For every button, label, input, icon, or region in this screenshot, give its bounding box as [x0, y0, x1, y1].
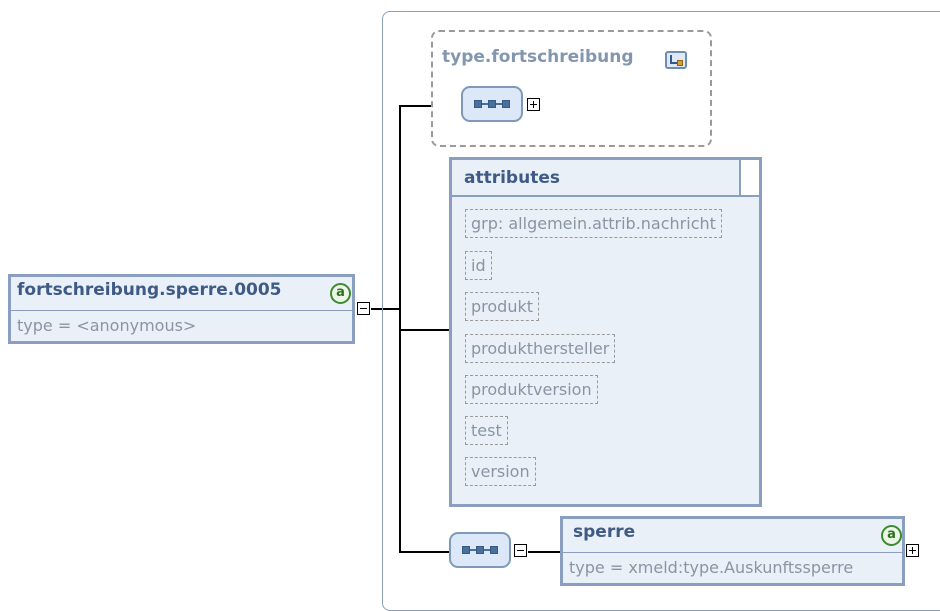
complex-type-icon — [665, 51, 687, 69]
child-element-box[interactable]: sperre a type = xmeld:type.Auskunftssper… — [560, 516, 905, 586]
attribute-item[interactable]: produktversion — [465, 375, 598, 404]
attributes-tab[interactable] — [452, 160, 741, 197]
attribute-item[interactable]: produkthersteller — [465, 334, 616, 363]
root-element-divider — [11, 310, 352, 311]
connector-to-sequence — [399, 551, 449, 553]
root-element-name: fortschreibung.sperre.0005 — [17, 280, 282, 300]
sequence-dots-icon — [474, 100, 510, 108]
root-element-box[interactable]: fortschreibung.sperre.0005 a type = <ano… — [8, 274, 355, 344]
connector-trunk — [399, 105, 401, 552]
attribute-item[interactable]: version — [465, 457, 536, 486]
attribute-item[interactable]: grp: allgemein.attrib.nachricht — [465, 209, 722, 238]
sequence-icon[interactable] — [449, 532, 511, 568]
group-name[interactable]: type.fortschreibung — [442, 47, 634, 67]
collapse-icon[interactable] — [357, 302, 370, 315]
attributes-title: attributes — [464, 168, 560, 188]
expand-icon[interactable] — [906, 544, 919, 557]
expand-icon[interactable] — [527, 98, 540, 111]
attribute-item[interactable]: test — [465, 416, 508, 445]
child-element-type: type = xmeld:type.Auskunftssperre — [569, 558, 854, 577]
connector-root-h — [371, 308, 400, 310]
connector-to-sperre — [528, 551, 560, 553]
attribute-badge-icon: a — [330, 283, 351, 304]
child-element-name: sperre — [573, 522, 636, 542]
attribute-badge-icon: a — [881, 525, 902, 546]
sequence-icon[interactable] — [461, 86, 523, 122]
collapse-icon[interactable] — [514, 544, 527, 557]
connector-to-attributes — [399, 329, 450, 331]
attributes-tab-gap — [741, 160, 759, 197]
root-element-type: type = <anonymous> — [17, 316, 197, 335]
sequence-dots-icon — [462, 546, 498, 554]
attribute-item[interactable]: id — [465, 251, 492, 280]
attribute-item[interactable]: produkt — [465, 292, 540, 321]
connector-to-group — [399, 105, 461, 107]
child-element-divider — [563, 552, 902, 553]
